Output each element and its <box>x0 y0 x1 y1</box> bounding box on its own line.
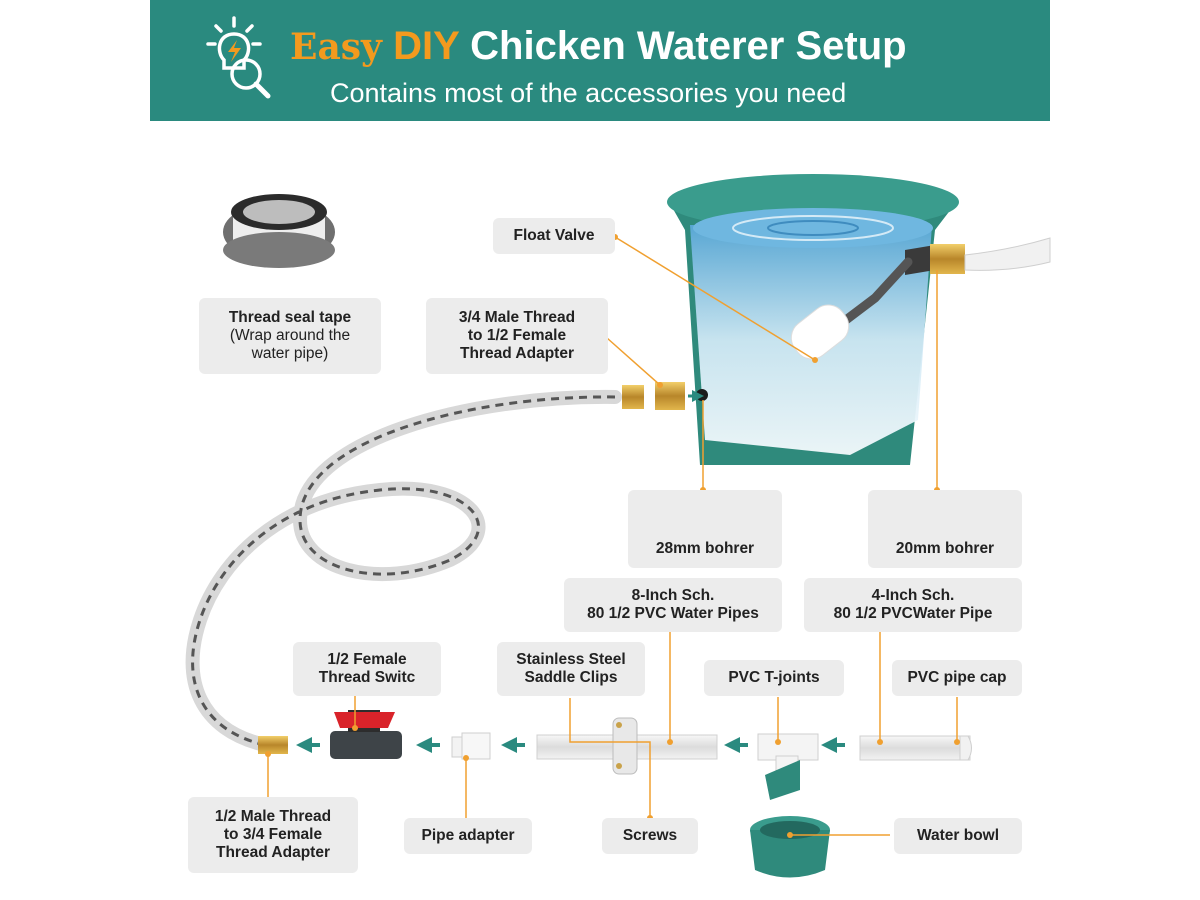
switch-label: 1/2 Female Thread Switc <box>293 642 441 696</box>
pipe-4-inch-label: 4-Inch Sch. 80 1/2 PVCWater Pipe <box>804 578 1022 632</box>
pipe-8-inch-text-1: 8-Inch Sch. <box>631 587 715 604</box>
seal-tape-label: Thread seal tape (Wrap around the water … <box>199 298 381 374</box>
saddle-clips-text-1: Stainless Steel <box>516 651 626 668</box>
page-subtitle: Contains most of the accessories you nee… <box>330 78 847 108</box>
adapter-34-text-3: Thread Adapter <box>460 345 574 362</box>
pipe-cap-label: PVC pipe cap <box>892 660 1022 696</box>
page-title: Easy DIY Chicken Waterer Setup <box>290 22 907 71</box>
pipe-adapter-part <box>451 732 491 760</box>
adapter-34-text-2: to 1/2 Female <box>467 327 567 344</box>
pipe-4-inch-part <box>859 735 971 761</box>
title-diy: DIY <box>393 24 460 68</box>
t-joints-label: PVC T-joints <box>704 660 844 696</box>
saddle-clip-part <box>612 717 638 775</box>
water-bowl-part <box>750 760 830 878</box>
pipe-adapter-text: Pipe adapter <box>421 827 515 844</box>
switch-text-1: 1/2 Female <box>327 651 407 668</box>
adapter-34-text-1: 3/4 Male Thread <box>458 309 576 326</box>
screws-label: Screws <box>602 818 698 854</box>
drill-20-label: 20mm bohrer <box>868 490 1022 568</box>
screws-text: Screws <box>622 827 678 844</box>
adapter-12-text-1: 1/2 Male Thread <box>214 808 332 825</box>
title-easy: Easy <box>290 26 382 68</box>
saddle-clips-label: Stainless Steel Saddle Clips <box>497 642 645 696</box>
bucket <box>667 174 1051 465</box>
float-valve-text: Float Valve <box>513 227 595 244</box>
saddle-clips-text-2: Saddle Clips <box>524 669 618 686</box>
pipe-adapter-label: Pipe adapter <box>404 818 532 854</box>
hose-fitting <box>622 385 644 409</box>
pipe-8-inch-label: 8-Inch Sch. 80 1/2 PVC Water Pipes <box>564 578 782 632</box>
water-bowl-label: Water bowl <box>894 818 1022 854</box>
t-joints-text: PVC T-joints <box>728 669 820 686</box>
seal-tape-text-3: water pipe) <box>251 345 329 362</box>
seal-tape-text-2: (Wrap around the <box>229 327 351 344</box>
pipe-cap-part <box>959 735 972 761</box>
drill-28-text: 28mm bohrer <box>655 540 755 557</box>
lightbulb-search-icon <box>206 16 271 99</box>
adapter-12-text-2: to 3/4 Female <box>223 826 323 843</box>
pipe-4-inch-text-1: 4-Inch Sch. <box>871 587 955 604</box>
drill-28-label: 28mm bohrer <box>628 490 782 568</box>
pipe-4-inch-text-2: 80 1/2 PVCWater Pipe <box>833 605 993 622</box>
switch-text-2: Thread Switc <box>318 669 416 686</box>
seal-tape-text-1: Thread seal tape <box>228 309 352 326</box>
seal-tape-roll <box>223 194 335 268</box>
title-banner <box>150 0 1050 121</box>
leader-lines <box>267 236 958 836</box>
title-rest: Chicken Waterer Setup <box>470 24 907 68</box>
drill-20-text: 20mm bohrer <box>895 540 995 557</box>
garden-hose <box>185 389 622 752</box>
float-valve-label: Float Valve <box>493 218 615 254</box>
adapter-12-label: 1/2 Male Thread to 3/4 Female Thread Ada… <box>188 797 358 873</box>
water-bowl-text: Water bowl <box>916 827 1000 844</box>
pipe-cap-text: PVC pipe cap <box>907 669 1007 686</box>
pipe-8-inch-text-2: 80 1/2 PVC Water Pipes <box>587 605 759 622</box>
adapter-12-part <box>258 736 288 754</box>
adapter-34-label: 3/4 Male Thread to 1/2 Female Thread Ada… <box>426 298 608 374</box>
leader-dots <box>265 234 960 838</box>
adapter-12-text-3: Thread Adapter <box>216 844 330 861</box>
ball-valve <box>330 710 402 759</box>
